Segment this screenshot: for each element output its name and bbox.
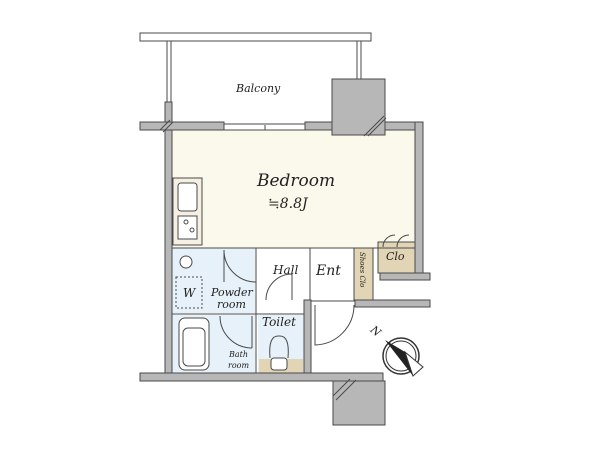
stove-icon — [177, 215, 198, 240]
balcony-rail — [139, 32, 372, 42]
drain-icon — [179, 255, 193, 269]
compass-north-label: N — [367, 323, 384, 340]
doors[interactable] — [219, 234, 410, 349]
bedroom-label: Bedroom — [256, 171, 335, 191]
bedroom-floor — [172, 130, 415, 248]
bedroom-area: ≒8.8J — [268, 196, 309, 212]
washer-label: W — [183, 286, 197, 300]
compass-icon — [382, 337, 424, 377]
balcony-post-left — [166, 40, 172, 104]
sink-icon — [177, 182, 198, 212]
closet — [377, 241, 416, 274]
wall-hatching — [159, 115, 387, 401]
washer-space — [175, 276, 203, 309]
toilet-label: Toilet — [262, 315, 296, 329]
balcony-post-right — [356, 40, 362, 80]
balcony-label: Balcony — [235, 82, 281, 95]
bathroom-label-2: room — [228, 361, 249, 370]
toilet-icon — [270, 357, 288, 371]
walls — [139, 78, 431, 426]
bathroom-label-1: Bath — [228, 350, 248, 359]
closet-label: Clo — [386, 250, 405, 263]
bathtub-icon — [178, 317, 210, 371]
hall-label: Hall — [272, 263, 298, 277]
powder-room-label-2: room — [217, 298, 246, 311]
powder-room-label-1: Powder — [210, 286, 254, 299]
entrance-label: Ent — [315, 263, 341, 279]
shoes-closet-label: Shoes Clo — [358, 252, 366, 287]
partitions — [172, 247, 415, 373]
